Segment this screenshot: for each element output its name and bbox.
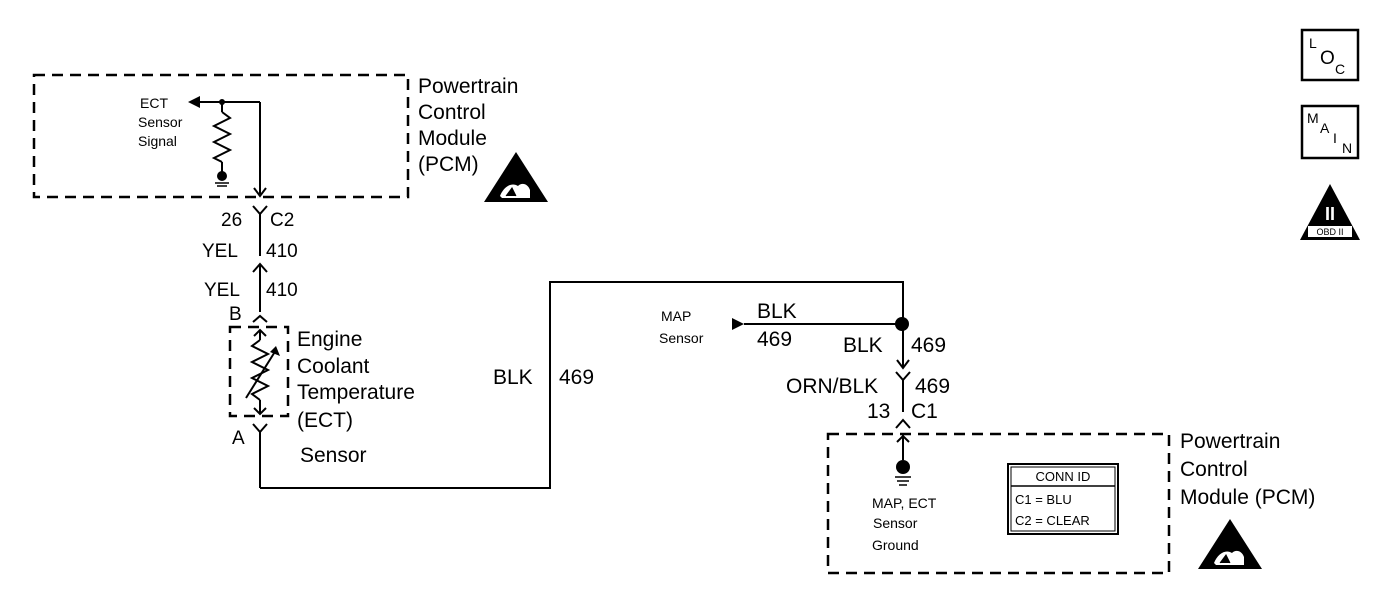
connector-c2: 26 C2 YEL 410 YEL 410 bbox=[202, 205, 298, 312]
wire-upper-color: YEL bbox=[202, 241, 238, 262]
ground-icon bbox=[896, 460, 910, 474]
svg-text:M: M bbox=[1307, 110, 1319, 126]
map-sensor-label-line2: Sensor bbox=[659, 330, 704, 346]
obd-ii-icon[interactable]: II OBD II bbox=[1300, 184, 1360, 240]
pcm-top-module: Powertrain Control Module (PCM) ECT Sens… bbox=[32, 73, 548, 202]
ect-sensor-boundary bbox=[228, 325, 290, 418]
c2-pin-label: 26 bbox=[221, 210, 242, 231]
c1-connector-label: C1 bbox=[911, 400, 938, 423]
ground-wire-circuit: 469 bbox=[559, 366, 594, 389]
svg-text:N: N bbox=[1342, 140, 1352, 156]
conn-id-header: CONN ID bbox=[1036, 469, 1091, 484]
esd-sensitive-icon bbox=[484, 152, 548, 202]
ect-title-line3: Temperature bbox=[297, 381, 415, 404]
signal-arrow-icon bbox=[188, 96, 200, 108]
map-sensor-arrow-icon bbox=[732, 318, 744, 330]
pcm-bottom-boundary bbox=[826, 432, 1171, 575]
ect-title-line4: (ECT) bbox=[297, 409, 353, 432]
svg-text:I: I bbox=[1333, 130, 1337, 146]
pcm-top-title-line3: Module bbox=[418, 127, 487, 150]
pcm-bottom-title-line3: Module (PCM) bbox=[1180, 486, 1315, 509]
ect-signal-label-line1: ECT bbox=[140, 95, 168, 111]
pcm-top-title-line4: (PCM) bbox=[418, 153, 479, 176]
wire-lower-circuit: 410 bbox=[266, 280, 298, 301]
wire-upper-circuit: 410 bbox=[266, 241, 298, 262]
map-wire-color: BLK bbox=[757, 300, 797, 323]
main-icon[interactable]: M A I N bbox=[1300, 104, 1360, 160]
c1-wire-color: ORN/BLK bbox=[786, 375, 878, 398]
ect-sensor: B Engine Coolant Temperature (ECT) Senso… bbox=[228, 304, 415, 488]
ect-signal-label-line2: Sensor bbox=[138, 114, 183, 130]
ground-label-line2: Sensor bbox=[873, 515, 918, 531]
pcm-bottom-title-line1: Powertrain bbox=[1180, 430, 1280, 453]
map-sensor-label-line1: MAP bbox=[661, 308, 691, 324]
splice-wire-circuit: 469 bbox=[911, 334, 946, 357]
conn-id-row-c2: C2 = CLEAR bbox=[1015, 513, 1090, 528]
ground-wire-469: BLK 469 bbox=[260, 281, 904, 489]
conn-id-table: CONN ID C1 = BLU C2 = CLEAR bbox=[1007, 463, 1119, 535]
ground-label-line3: Ground bbox=[872, 537, 919, 553]
connector-c2-icon bbox=[252, 205, 268, 216]
ground-wire-path bbox=[260, 281, 904, 489]
svg-text:C: C bbox=[1335, 61, 1345, 77]
ect-signal-label-line3: Signal bbox=[138, 133, 177, 149]
pcm-top-title-line2: Control bbox=[418, 101, 486, 124]
ect-terminal-b: B bbox=[229, 304, 242, 325]
svg-text:A: A bbox=[1320, 120, 1330, 136]
pcm-bottom-module: MAP, ECT Sensor Ground CONN ID C1 = BLU … bbox=[826, 430, 1315, 575]
ect-title-line2: Coolant bbox=[297, 355, 370, 378]
splice-wire-color: BLK bbox=[843, 334, 883, 357]
splice-to-pcm: BLK 469 ORN/BLK 469 13 C1 bbox=[786, 324, 950, 429]
svg-text:II: II bbox=[1325, 204, 1335, 224]
ground-wire-color: BLK bbox=[493, 366, 533, 389]
svg-text:L: L bbox=[1309, 35, 1317, 51]
c1-wire-circuit: 469 bbox=[915, 375, 950, 398]
pcm-bottom-title-line2: Control bbox=[1180, 458, 1248, 481]
pullup-resistor-icon bbox=[211, 111, 233, 163]
c2-connector-label: C2 bbox=[270, 210, 294, 231]
pcm-top-boundary bbox=[32, 73, 410, 199]
loc-icon[interactable]: L O C bbox=[1300, 28, 1360, 82]
connector-c1-icon bbox=[895, 371, 911, 382]
map-wire-circuit: 469 bbox=[757, 328, 792, 351]
pcm-top-title-line1: Powertrain bbox=[418, 75, 518, 98]
ect-terminal-a: A bbox=[232, 428, 245, 449]
conn-id-row-c1: C1 = BLU bbox=[1015, 492, 1072, 507]
svg-text:O: O bbox=[1320, 48, 1335, 69]
reference-voltage-icon bbox=[217, 171, 227, 181]
terminal-a-connector-icon bbox=[252, 423, 268, 434]
svg-text:OBD II: OBD II bbox=[1316, 227, 1343, 237]
ground-label-line1: MAP, ECT bbox=[872, 495, 937, 511]
ect-title-line5: Sensor bbox=[300, 444, 367, 467]
wire-lower-color: YEL bbox=[204, 280, 240, 301]
ect-title-line1: Engine bbox=[297, 328, 362, 351]
esd-sensitive-icon bbox=[1198, 518, 1262, 570]
c1-pin-label: 13 bbox=[867, 400, 890, 423]
thermistor-icon bbox=[249, 339, 271, 401]
